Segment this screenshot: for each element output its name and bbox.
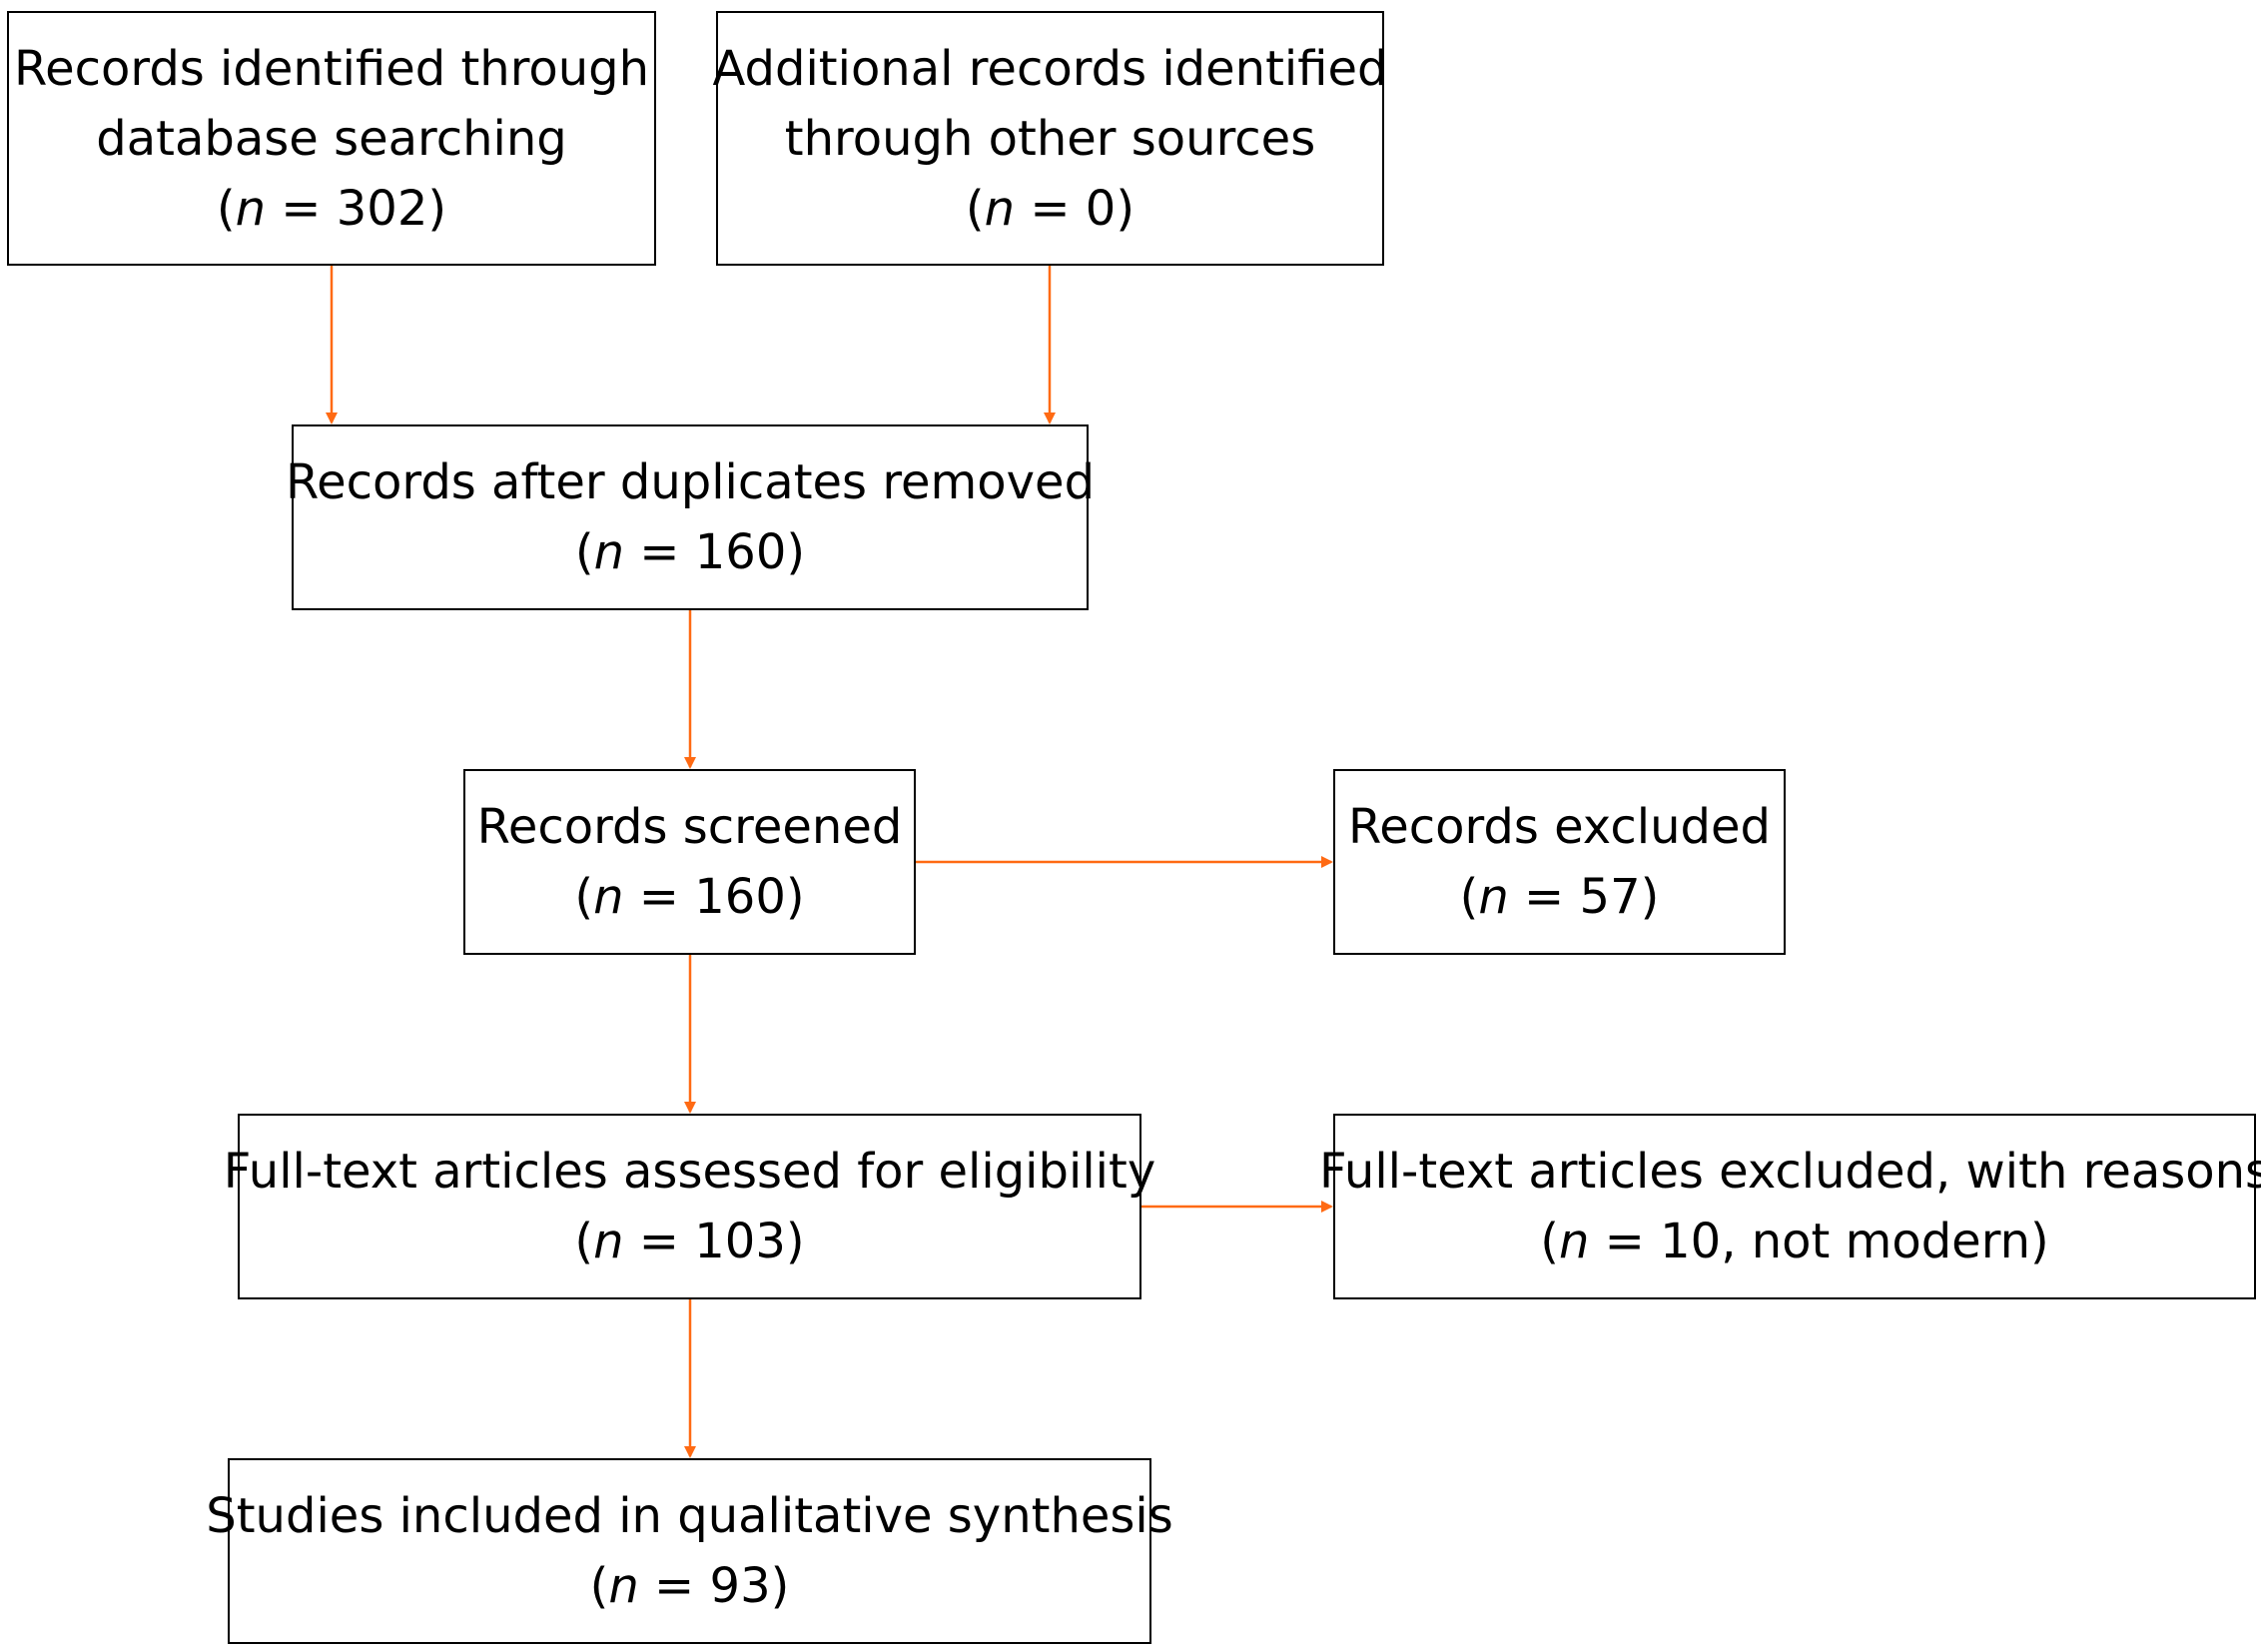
box-records-excluded: Records excluded (n = 57): [1333, 769, 1786, 955]
box-records-screened: Records screened (n = 160): [463, 769, 916, 955]
box-database-records: Records identified through database sear…: [7, 11, 656, 266]
box-studies-included-count: (n = 93): [589, 1558, 790, 1614]
box-records-excluded-count: (n = 57): [1459, 869, 1660, 925]
box-duplicates-removed-count: (n = 160): [574, 524, 806, 580]
box-fulltext-assessed: Full-text articles assessed for eligibil…: [224, 1114, 1155, 1299]
box-fulltext-excluded: Full-text articles excluded, with reason…: [1319, 1114, 2261, 1299]
box-duplicates-removed: Records after duplicates removed (n = 16…: [286, 424, 1095, 610]
box-fulltext-excluded-count: (n = 10, not modern): [1540, 1214, 2049, 1269]
box-fulltext-assessed-count: (n = 103): [574, 1214, 805, 1269]
box-database-records-line1: Records identified through: [13, 40, 650, 97]
box-other-sources: Additional records identified through ot…: [713, 11, 1387, 266]
box-other-sources-line1: Additional records identified: [712, 40, 1388, 97]
box-database-records-count: (n = 302): [216, 180, 447, 237]
box-other-sources-line2: through other sources: [784, 110, 1316, 167]
box-fulltext-excluded-line1: Full-text articles excluded, with reason…: [1318, 1144, 2261, 1200]
box-studies-included: Studies included in qualitative synthesi…: [206, 1458, 1173, 1644]
box-records-screened-count: (n = 160): [574, 869, 805, 925]
box-records-screened-line1: Records screened: [476, 799, 903, 855]
box-fulltext-assessed-line1: Full-text articles assessed for eligibil…: [223, 1144, 1156, 1200]
box-other-sources-count: (n = 0): [965, 180, 1135, 237]
box-database-records-line2: database searching: [96, 110, 567, 167]
box-duplicates-removed-line1: Records after duplicates removed: [285, 454, 1096, 510]
box-records-excluded-line1: Records excluded: [1348, 799, 1771, 855]
box-studies-included-line1: Studies included in qualitative synthesi…: [206, 1488, 1173, 1544]
